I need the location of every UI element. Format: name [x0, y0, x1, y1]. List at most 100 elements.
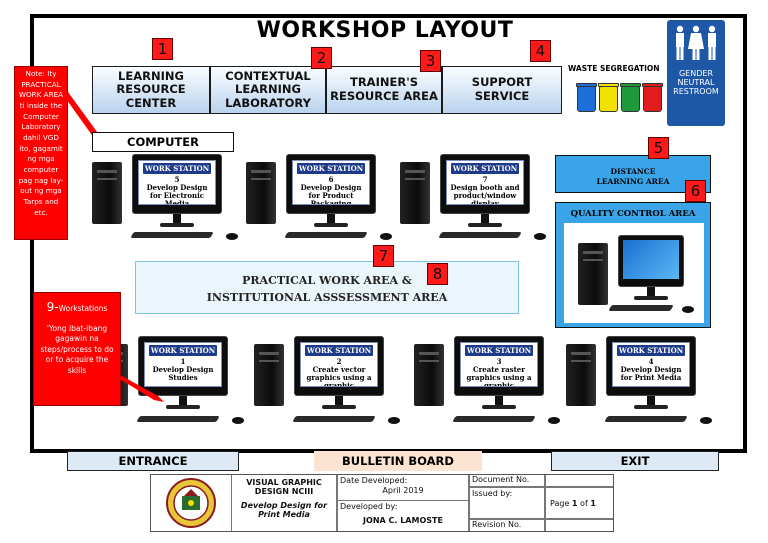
restroom-line-3: RESTROOM [673, 87, 719, 97]
ws2-tower [254, 344, 284, 406]
ws4-base [634, 405, 668, 409]
ws3-title: WORK STATION [465, 345, 533, 356]
ws4-screen: WORK STATION 4 Develop Design for Print … [612, 342, 690, 387]
ws2-number: 2 [336, 357, 342, 366]
school-seal [151, 475, 231, 531]
ws4-keyboard [604, 416, 688, 422]
ws1-mouse [232, 417, 244, 424]
ws6-base [314, 223, 348, 227]
qc-monitor-screen [623, 240, 679, 279]
ws1-number: 1 [180, 357, 186, 366]
ws6-screen: WORK STATION 6 Develop Design for Produc… [292, 160, 370, 205]
ws2-task: Create vector graphics using a graphic a… [306, 365, 372, 387]
ws4-mouse [700, 417, 712, 424]
ws1-stand [179, 396, 187, 406]
ws3-tower [414, 344, 444, 406]
bulletin-board: BULLETIN BOARD [314, 451, 482, 471]
ws2-stand [335, 396, 343, 406]
ws3-number: 3 [496, 357, 502, 366]
course-line-2: DESIGN NCIII [254, 487, 314, 496]
ws1-screen: WORK STATION 1 Develop Design Studies [144, 342, 222, 387]
practical-work-line-2: INSTITUTIONAL ASSSESSMENT AREA [206, 291, 448, 304]
developer-name: JONA C. LAMOSTE [363, 516, 443, 525]
ws7-keyboard [438, 232, 522, 238]
ws3-mouse [548, 417, 560, 424]
date-developed-label: Date Developed: [340, 476, 408, 485]
ws7-stand [481, 214, 489, 224]
practical-work-area: PRACTICAL WORK AREA & INSTITUTIONAL ASSS… [135, 261, 519, 314]
ws4-task: Develop Design for Print Media [620, 365, 682, 382]
workstation-note-arrow [118, 376, 164, 402]
quality-control-area: QUALITY CONTROL AREA [555, 202, 711, 328]
page-of: of [580, 498, 588, 508]
learning-resource-center: LEARNING RESOURCE CENTER [92, 66, 210, 114]
recycle-bin-green-icon [620, 83, 641, 112]
area-number-5: 5 [648, 137, 669, 159]
qc-mouse [682, 306, 694, 313]
document-no-label: Document No. [469, 475, 545, 487]
entrance: ENTRANCE [67, 451, 239, 471]
workstation-7: WORK STATION 7 Design booth and product/… [400, 154, 560, 244]
trainers-resource-area: TRAINER'S RESOURCE AREA [326, 66, 442, 114]
restroom-line-2: NEUTRAL [677, 78, 715, 88]
area-number-8: 8 [427, 263, 448, 285]
ws6-stand [327, 214, 335, 224]
area-number-4: 4 [530, 40, 551, 62]
module-line-1: Develop Design for [240, 501, 328, 510]
ws4-monitor: WORK STATION 4 Develop Design for Print … [606, 336, 696, 396]
developed-by-label: Developed by: [340, 502, 398, 511]
ws6-task: Develop Design for Product Packaging [300, 183, 362, 205]
ws3-task: Create raster graphics using a graphic a… [466, 365, 532, 387]
page-title: WORKSHOP LAYOUT [256, 18, 514, 43]
course-line-1: VISUAL GRAPHIC [246, 478, 322, 487]
workstation-note: 9-Workstations 'Yong ibat-ibang gagawin … [33, 292, 121, 406]
area-number-7: 7 [373, 245, 394, 267]
distance-learning-area: DISTANCE LEARNING AREA [555, 155, 711, 193]
document-footer: VISUAL GRAPHIC DESIGN NCIII Develop Desi… [150, 474, 614, 532]
workstation-3: WORK STATION 3 Create raster graphics us… [414, 336, 574, 428]
note-practical-work-area: Note: Ity PRACTICAL WORK AREA ti inside … [14, 66, 68, 240]
ws6-keyboard [284, 232, 368, 238]
ws1-base [166, 405, 200, 409]
area-number-6: 6 [685, 180, 706, 202]
ws6-number: 6 [328, 175, 334, 184]
workstation-4: WORK STATION 4 Develop Design for Print … [566, 336, 726, 428]
ws4-title: WORK STATION [617, 345, 685, 356]
ws2-monitor: WORK STATION 2 Create vector graphics us… [294, 336, 384, 396]
revision-no-value [545, 519, 613, 531]
ws3-base [482, 405, 516, 409]
ws6-monitor: WORK STATION 6 Develop Design for Produc… [286, 154, 376, 214]
contextual-learning-laboratory: CONTEXTUAL LEARNING LABORATORY [210, 66, 326, 114]
ws1-title: WORK STATION [149, 345, 217, 356]
workstation-5: WORK STATION 5 Develop Design for Electr… [92, 154, 252, 244]
ws5-tower [92, 162, 122, 224]
ws3-monitor: WORK STATION 3 Create raster graphics us… [454, 336, 544, 396]
ws1-keyboard [136, 416, 220, 422]
workstation-6: WORK STATION 6 Develop Design for Produc… [246, 154, 406, 244]
workstation-note-title: Workstations [58, 304, 108, 313]
ws2-base [322, 405, 356, 409]
ws3-screen: WORK STATION 3 Create raster graphics us… [460, 342, 538, 387]
page-number: 1 [571, 498, 578, 508]
module-line-2: Print Media [258, 510, 310, 519]
ws4-number: 4 [648, 357, 654, 366]
page-indicator: Page 1 of 1 [545, 487, 613, 519]
ws7-number: 7 [482, 175, 488, 184]
ws5-screen: WORK STATION 5 Develop Design for Electr… [138, 160, 216, 205]
restroom-line-1: GENDER [678, 69, 713, 78]
waste-segregation-label: WASTE SEGREGATION [568, 64, 660, 73]
area-number-3: 3 [420, 50, 441, 72]
restroom-people-icon [676, 25, 716, 60]
ws6-mouse [380, 233, 392, 240]
ws5-title: WORK STATION [143, 163, 211, 174]
ws5-base [160, 223, 194, 227]
qc-computer-monitor [618, 235, 684, 287]
ws7-tower [400, 162, 430, 224]
recycle-bin-blue-icon [576, 83, 597, 112]
ws4-tower [566, 344, 596, 406]
ws5-number: 5 [174, 175, 180, 184]
ws1-task: Develop Design Studies [152, 365, 214, 382]
qc-monitor-stand [647, 287, 655, 297]
school-seal-icon [166, 478, 216, 528]
ws3-keyboard [452, 416, 536, 422]
